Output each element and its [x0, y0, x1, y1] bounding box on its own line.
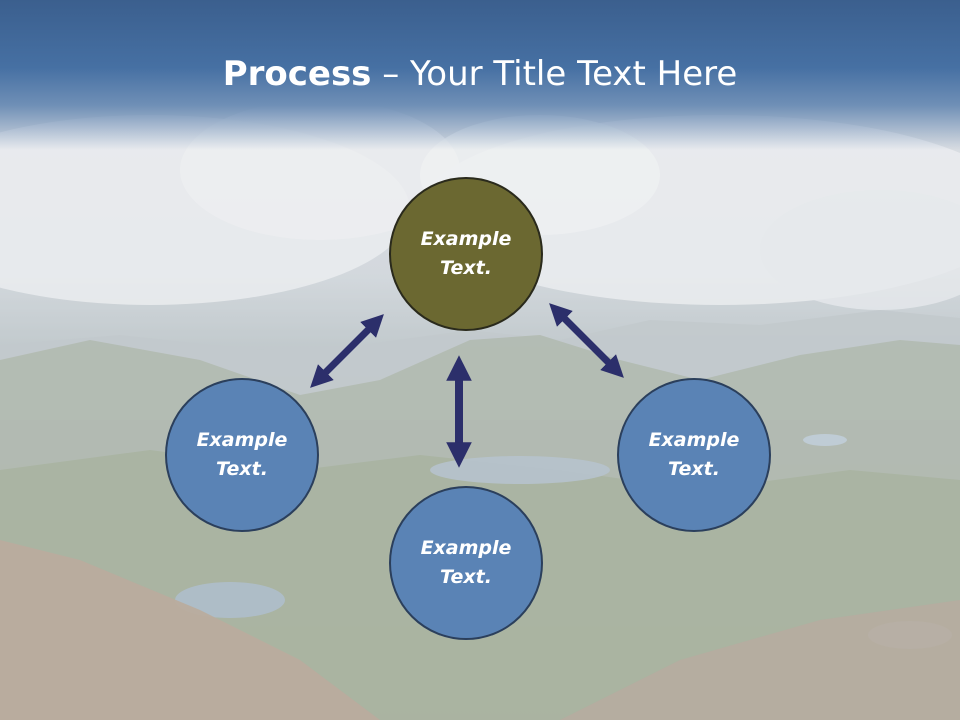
arrow-top-right [549, 303, 624, 378]
arrow-top-left [310, 314, 384, 388]
slide-title: Process – Your Title Text Here [0, 52, 960, 96]
node-left: Example Text. [165, 378, 319, 532]
title-rest: – Your Title Text Here [371, 54, 738, 94]
title-bold: Process [222, 54, 372, 94]
node-left-label: Example Text. [196, 429, 288, 480]
node-right: Example Text. [617, 378, 771, 532]
title-band [0, 0, 960, 150]
node-bottom-label: Example Text. [420, 537, 512, 588]
node-right-label: Example Text. [648, 429, 740, 480]
node-top: Example Text. [389, 177, 543, 331]
node-bottom: Example Text. [389, 486, 543, 640]
node-top-label: Example Text. [420, 228, 512, 279]
